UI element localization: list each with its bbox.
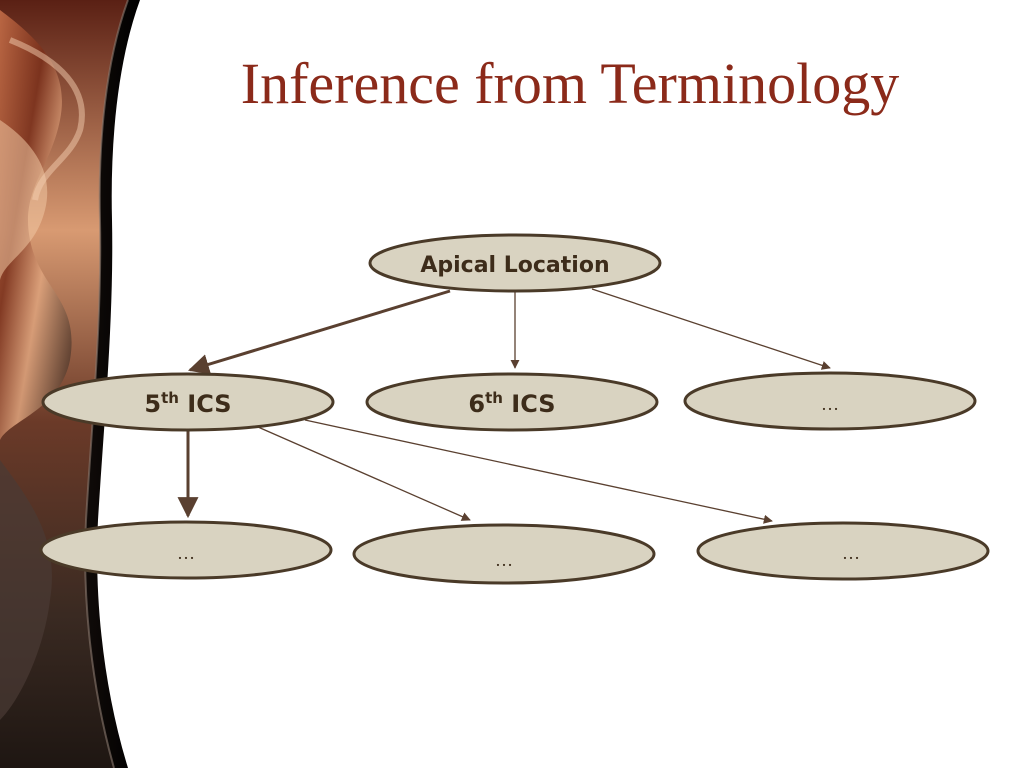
- edge-ics5-to-child3: [304, 419, 773, 524]
- node-6th-ics-label: 6th ICS: [468, 389, 555, 418]
- node-5th-ics-label: 5th ICS: [144, 389, 231, 418]
- node-apical-location: Apical Location: [368, 233, 662, 293]
- edge-ics5-to-child2: [257, 426, 471, 521]
- node-child-2-label: …: [495, 550, 513, 570]
- node-child-1-label: …: [177, 543, 195, 563]
- page-title: Inference from Terminology: [240, 51, 900, 116]
- edge-apical-to-other: [591, 288, 831, 370]
- node-child-3: …: [696, 521, 990, 581]
- node-other-location: …: [683, 371, 977, 431]
- node-other-label: …: [821, 394, 839, 414]
- node-child-1: …: [39, 520, 333, 580]
- node-6th-ics: 6th ICS: [365, 372, 659, 432]
- node-apical-label: Apical Location: [420, 253, 609, 278]
- node-5th-ics: 5th ICS: [41, 372, 335, 432]
- node-child-3-label: …: [842, 543, 860, 563]
- node-child-2: …: [352, 523, 656, 585]
- edge-apical-to-ics5: [187, 289, 451, 375]
